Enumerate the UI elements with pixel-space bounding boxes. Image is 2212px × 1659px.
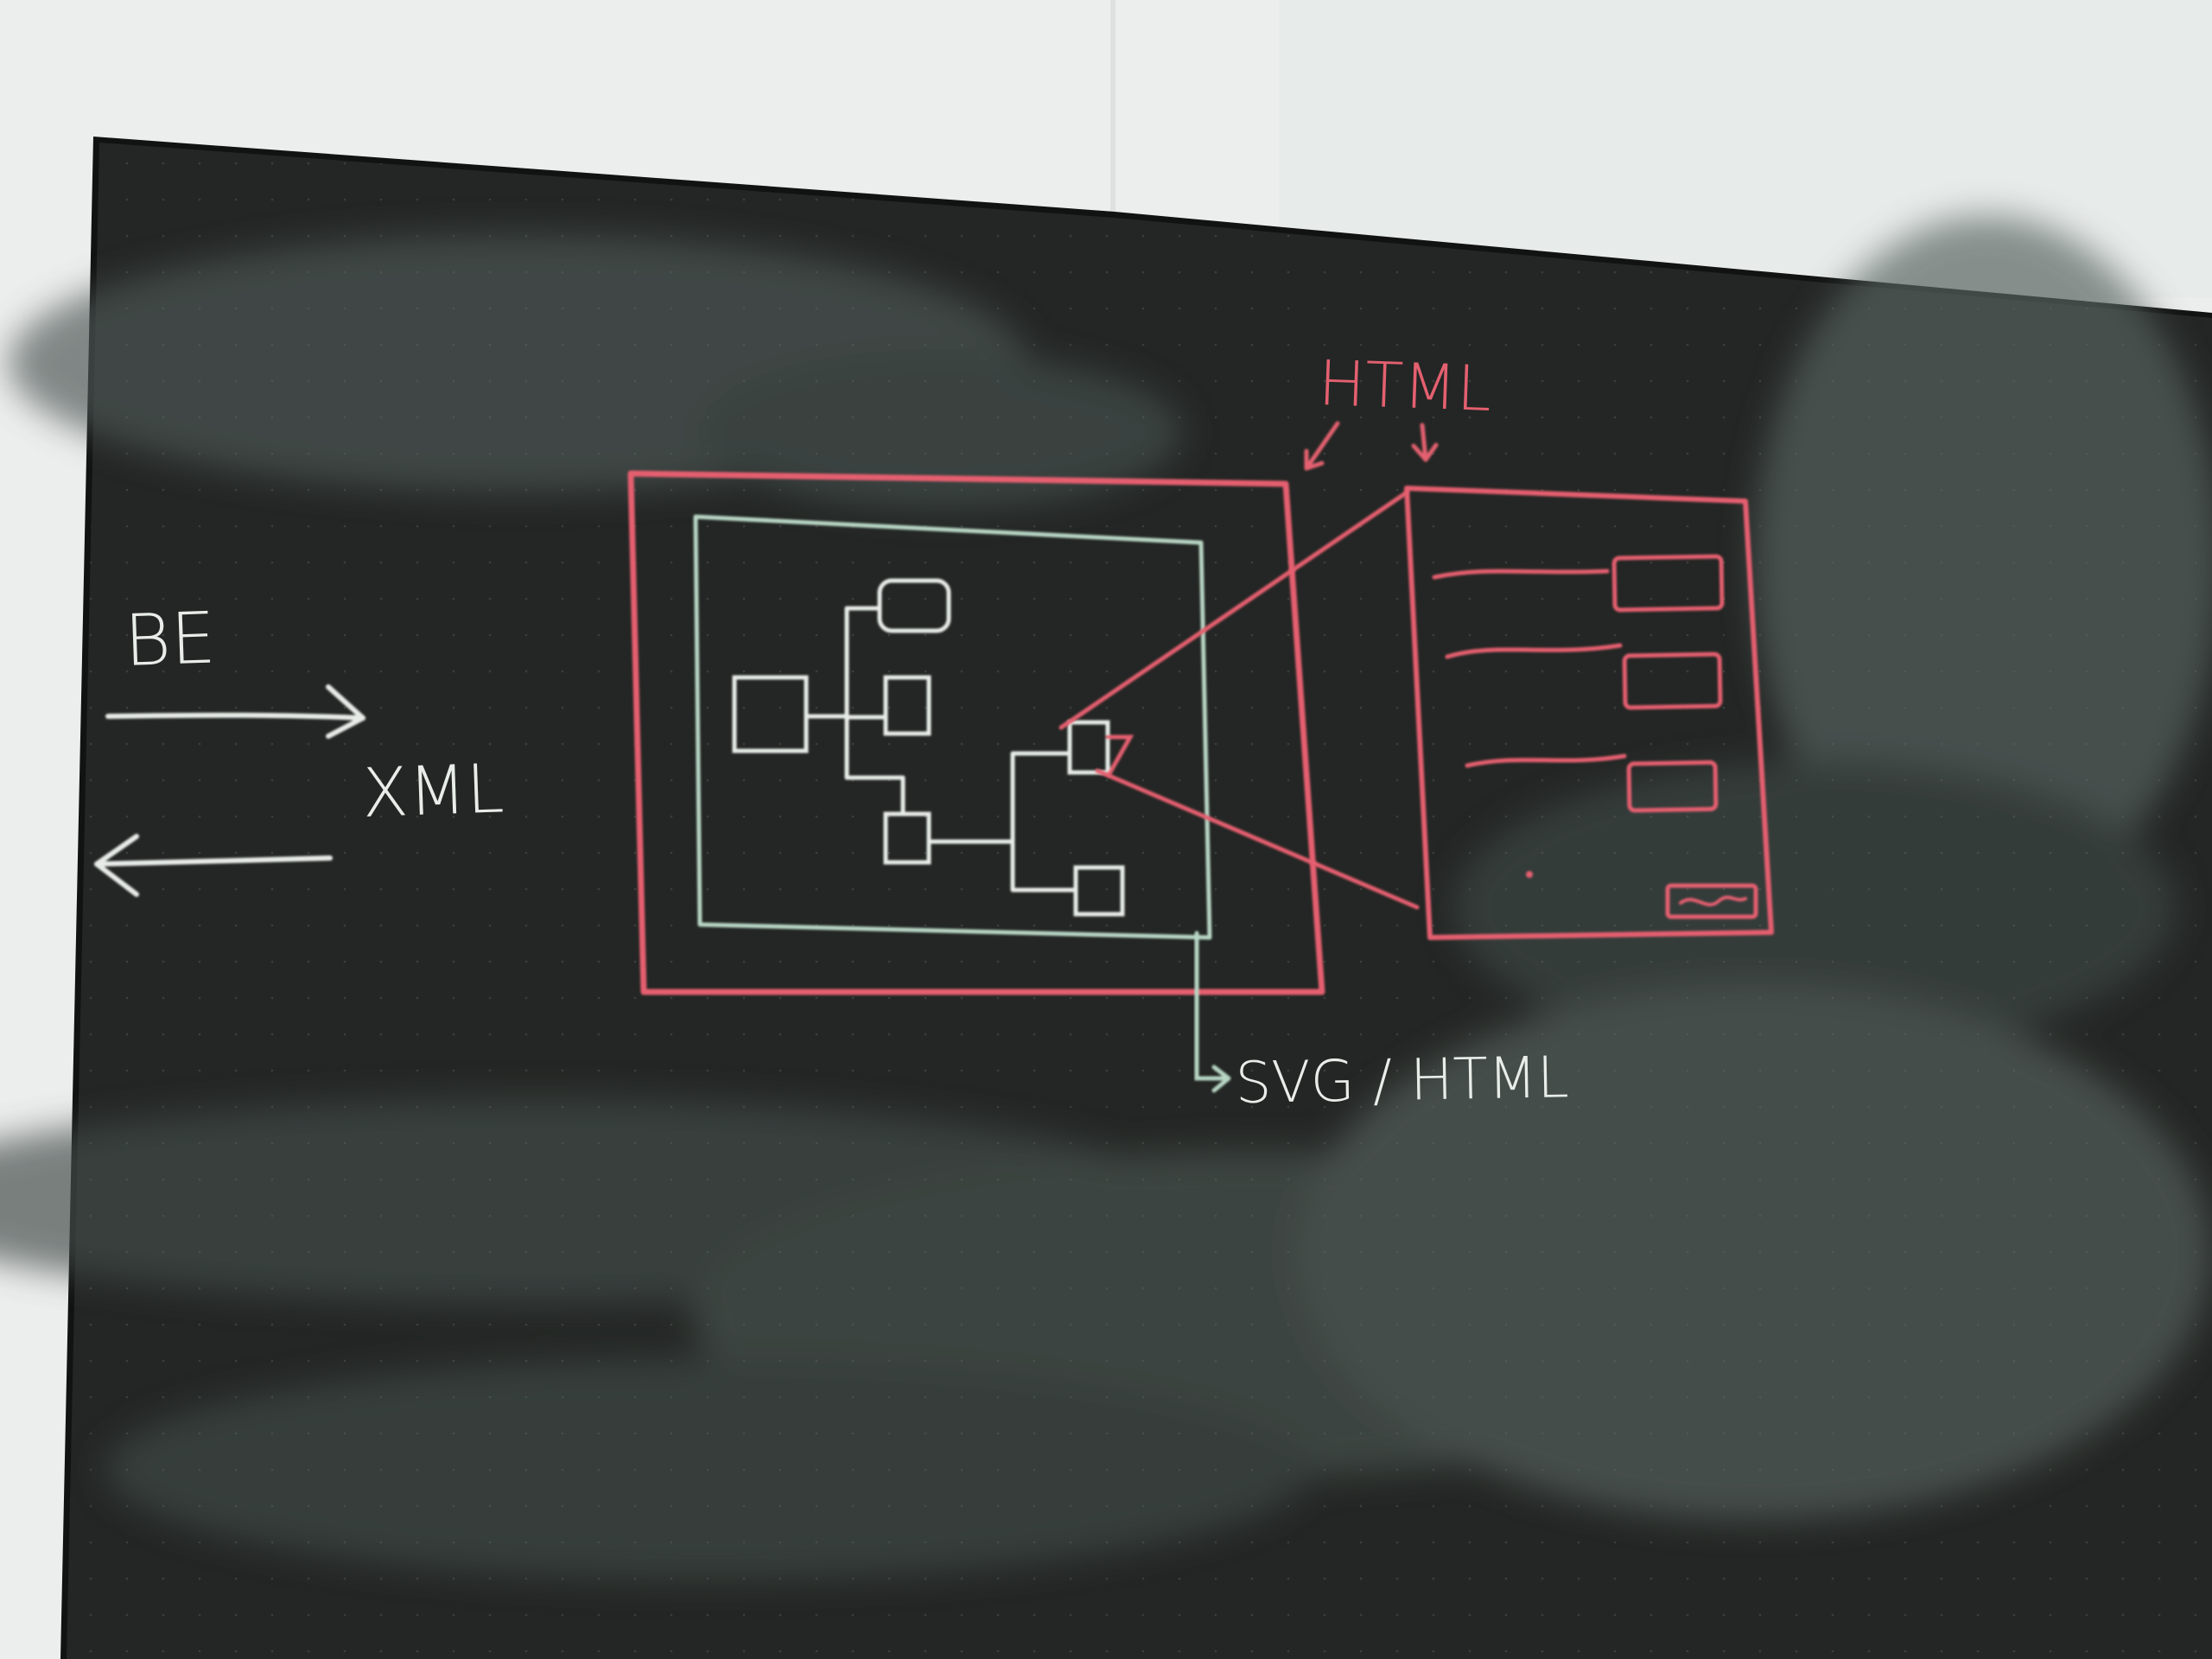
wall-seam: [1110, 0, 1116, 225]
zoom-mark: [1105, 734, 1135, 778]
diagram-connector: [804, 606, 1078, 893]
small-dot: [1526, 871, 1533, 878]
svg-html-label: SVG / HTML: [1235, 1044, 1569, 1116]
be-label: BE: [123, 597, 217, 683]
html-input-box: [1622, 652, 1723, 710]
text-line: [1465, 753, 1627, 768]
html-label: HTML: [1317, 346, 1492, 425]
html-panel-frame: [1404, 486, 1774, 940]
left-flow: [94, 684, 365, 897]
left-arrow-icon: [94, 834, 333, 897]
right-arrow-icon: [105, 684, 365, 739]
diagram-node: [883, 675, 931, 736]
main-diagram: [627, 470, 1325, 995]
xml-label: XML: [361, 750, 505, 833]
down-arrow-icon: [1304, 421, 1439, 471]
text-line: [1432, 569, 1610, 580]
html-input-box: [1626, 760, 1719, 813]
svg-html-pointer: [1194, 931, 1231, 1093]
html-button-box: [1665, 883, 1758, 919]
zoom-lines: [1058, 490, 1420, 910]
html-panel: [1404, 486, 1774, 940]
button-squiggle: [1679, 895, 1747, 906]
diagram-node: [1067, 720, 1110, 775]
html-input-box: [1611, 554, 1725, 613]
dot-grid: [67, 143, 2212, 1659]
outer-red-frame: [627, 470, 1325, 995]
inner-green-frame: [693, 514, 1212, 940]
diagram-node: [877, 578, 951, 633]
text-line: [1445, 643, 1623, 659]
diagram-node: [883, 811, 931, 865]
